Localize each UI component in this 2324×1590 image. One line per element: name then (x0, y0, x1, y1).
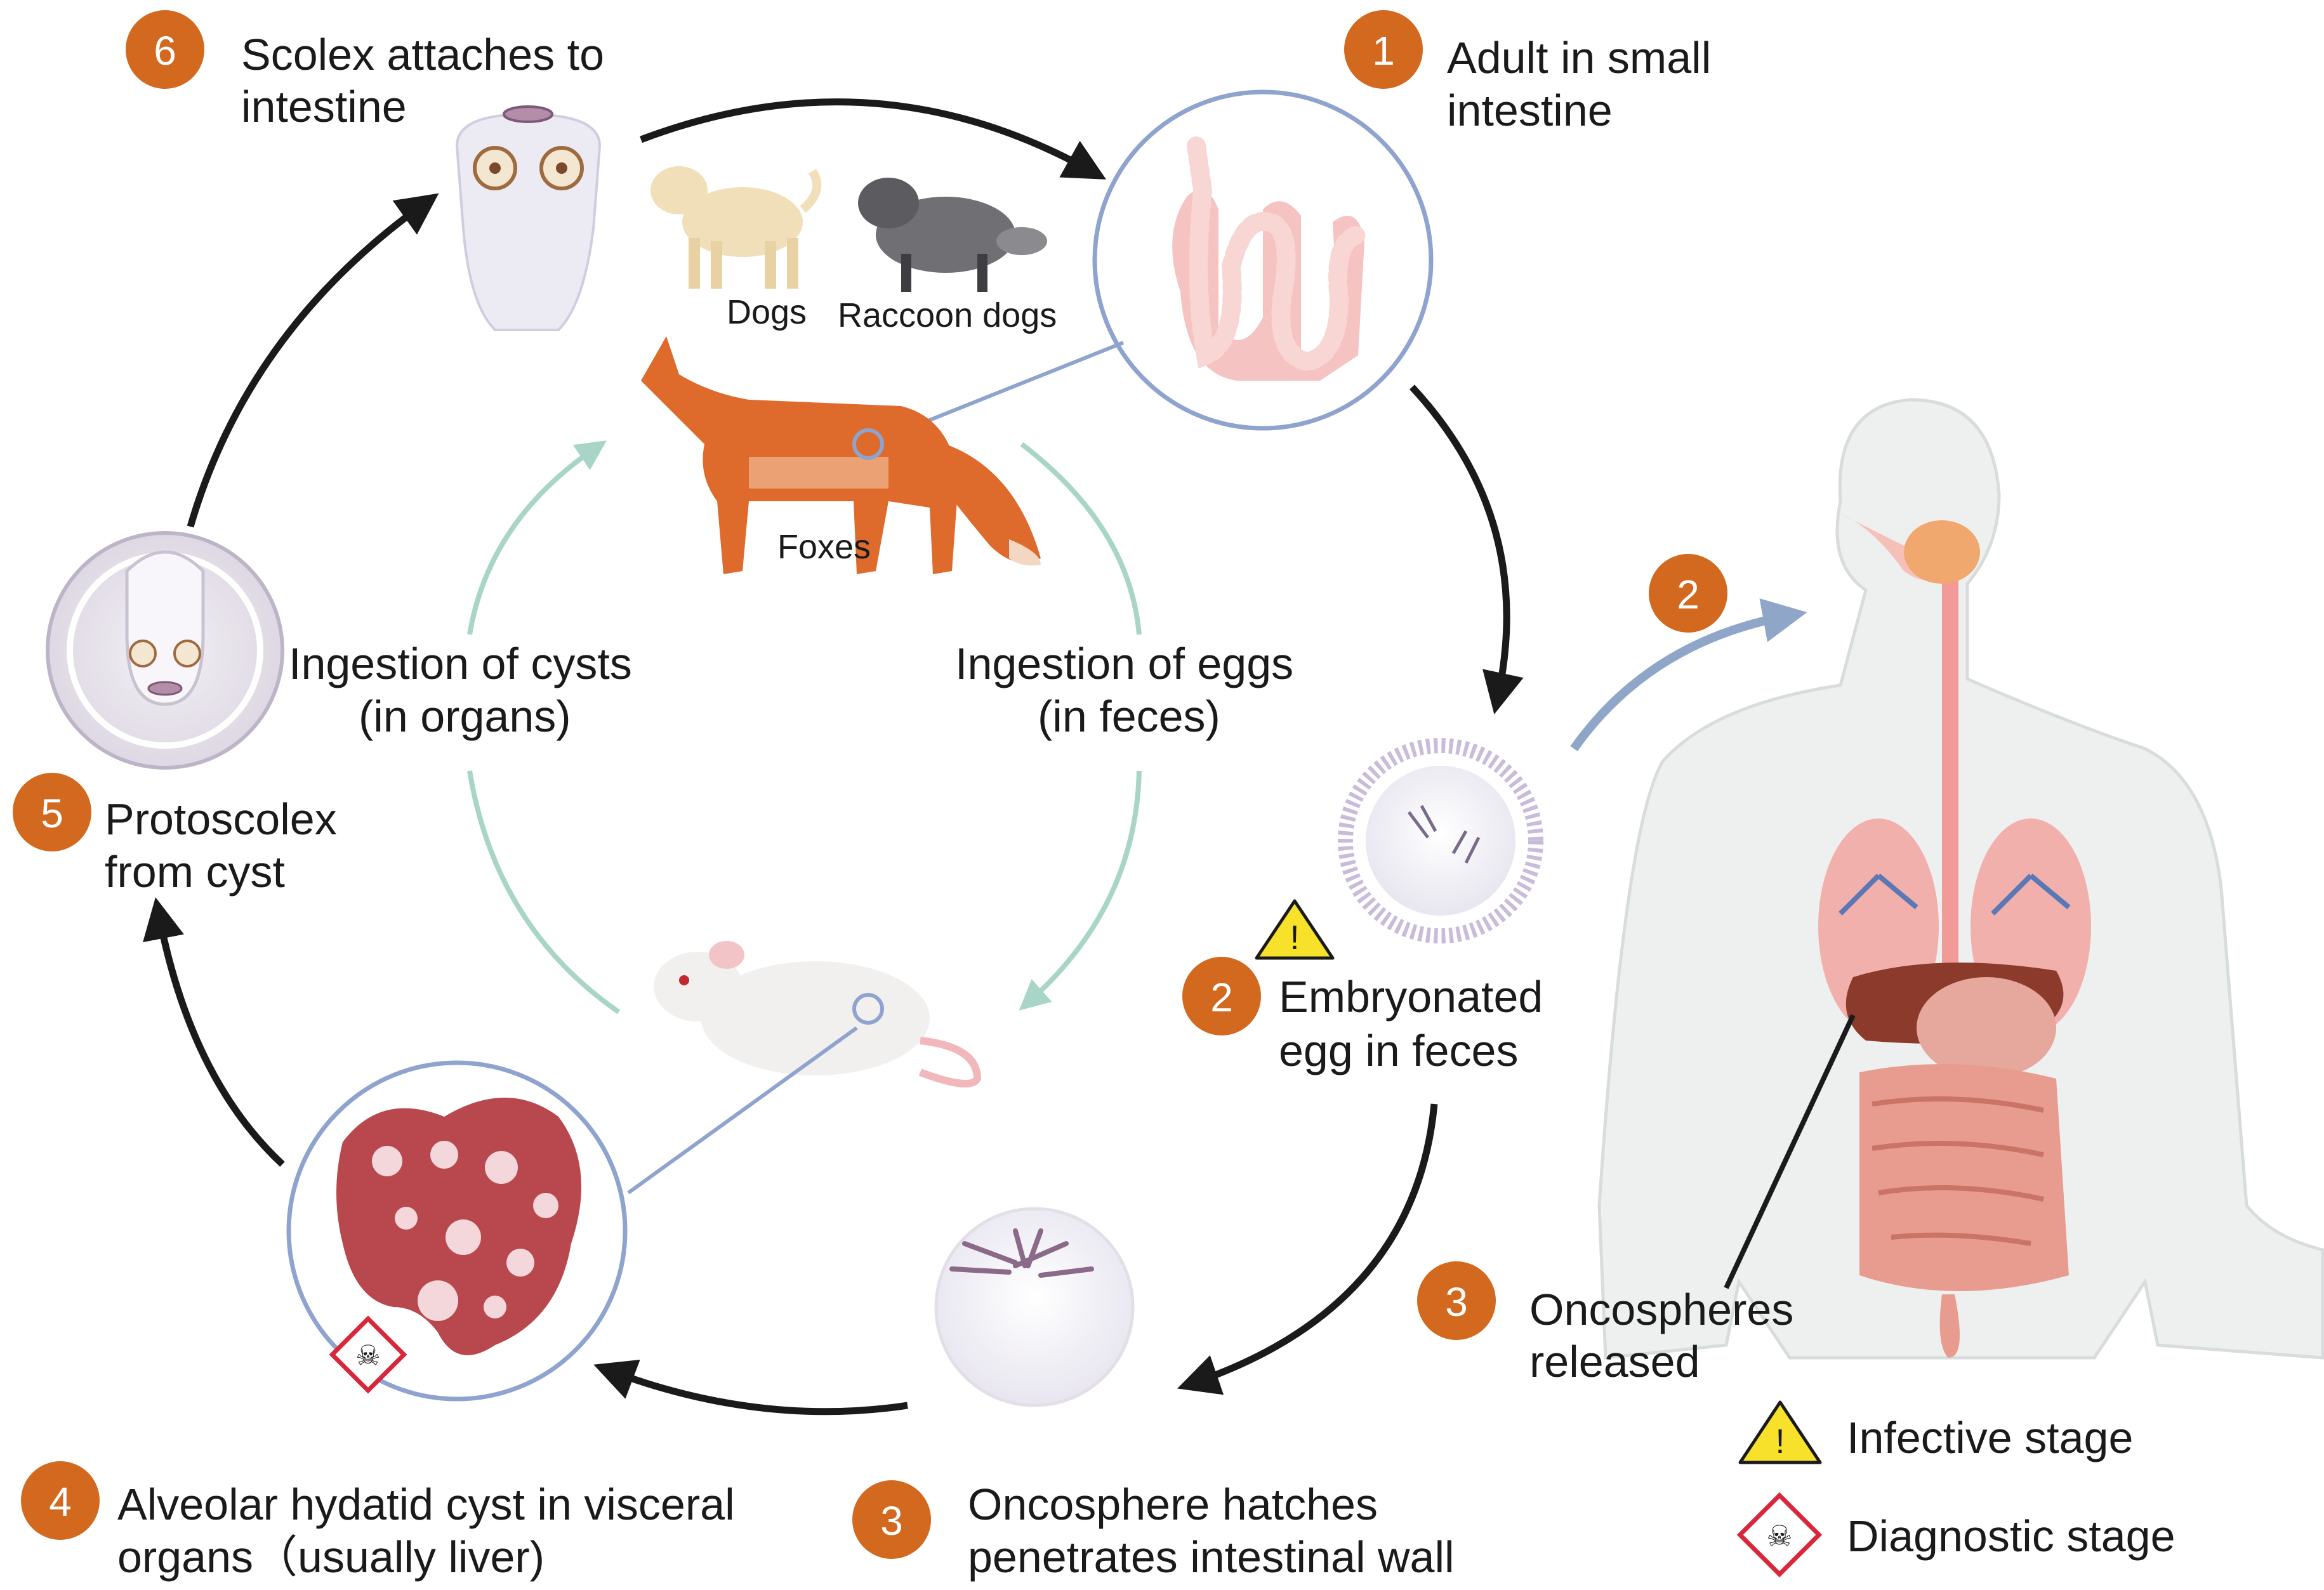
step-5-label-line1: Protoscolex (105, 794, 337, 844)
step-3a-label-line2: penetrates intestinal wall (968, 1532, 1455, 1582)
svg-text:6: 6 (154, 28, 176, 74)
arrow-ingest-eggs-up (1020, 442, 1142, 635)
svg-text:!: ! (1775, 1422, 1785, 1461)
step-1-label-line2: intestine (1447, 86, 1613, 135)
arrow-2-to-3 (1177, 1103, 1438, 1395)
svg-text:☠: ☠ (1766, 1520, 1792, 1553)
oncosphere-illustration (934, 1207, 1135, 1407)
step-3b-label-line2: released (1529, 1337, 1700, 1386)
step-5-label-line2: from cyst (105, 847, 285, 897)
arrow-ingest-eggs-low (1019, 770, 1142, 1011)
fox-illustration (641, 336, 1041, 574)
raccoon-dog-illustration (858, 178, 1047, 292)
arrow-egg-to-human (1570, 598, 1807, 752)
step-6-badge: 6 (126, 10, 204, 89)
arrow-6-to-1 (640, 98, 1107, 180)
egg-warning-icon: ! (1255, 899, 1335, 960)
dog-illustration (650, 166, 822, 289)
arrow-5-to-6 (187, 193, 439, 528)
step-6-label-line1: Scolex attaches to (241, 30, 604, 79)
transmission-arrows (467, 440, 1142, 1015)
foxes-label: Foxes (777, 528, 871, 566)
svg-text:2: 2 (1677, 572, 1700, 617)
step-3b-label-line1: Oncospheres (1529, 1285, 1793, 1334)
arrow-ingest-cysts-low (467, 770, 621, 1015)
step-2a-label-line1: Embryonated (1279, 972, 1543, 1022)
step-badges: 1 6 2 2 5 3 4 3 (13, 10, 1727, 1559)
step-2a-label-line2: egg in feces (1279, 1026, 1518, 1075)
ingest-cysts-line2: (in organs) (359, 692, 571, 741)
ingest-eggs-line1: Ingestion of eggs (955, 639, 1293, 688)
svg-text:!: ! (1290, 919, 1299, 957)
step-4-label-line2: organs（usually liver) (117, 1532, 545, 1582)
svg-text:3: 3 (1445, 1279, 1468, 1325)
step-3a-label-line1: Oncosphere hatches (968, 1480, 1378, 1529)
warning-triangle-icon: ! (1738, 1400, 1822, 1464)
transmission-labels: Ingestion of cysts (in organs) Ingestion… (289, 639, 1293, 741)
svg-text:1: 1 (1372, 28, 1395, 74)
step-3a-badge: 3 (852, 1480, 931, 1559)
ingest-eggs-line2: (in feces) (1038, 692, 1220, 741)
liver-cyst-illustration: ☠ (286, 1060, 628, 1402)
raccoon-dogs-label: Raccoon dogs (838, 296, 1057, 334)
svg-text:5: 5 (41, 791, 63, 836)
step-3b-badge: 3 (1417, 1261, 1496, 1340)
ingest-cysts-line1: Ingestion of cysts (289, 639, 632, 688)
arrow-3-to-4 (593, 1359, 908, 1416)
arrow-1-to-2 (1409, 384, 1524, 714)
mouse-illustration (627, 941, 982, 1195)
egg-illustration (1338, 738, 1543, 943)
step-2b-badge: 2 (1649, 554, 1727, 633)
arrow-ingest-cysts-up (467, 440, 607, 635)
step-2a-badge: 2 (1182, 957, 1261, 1035)
step-labels: Adult in small intestine Scolex attaches… (105, 30, 1793, 1582)
svg-text:2: 2 (1210, 975, 1233, 1020)
svg-text:3: 3 (880, 1498, 903, 1544)
svg-text:☠: ☠ (355, 1341, 380, 1372)
host-labels: Dogs Raccoon dogs Foxes (727, 293, 1057, 566)
dogs-label: Dogs (727, 293, 807, 331)
legend-infective-label: Infective stage (1847, 1413, 2133, 1462)
arrow-4-to-5 (143, 897, 285, 1167)
step-4-label-line1: Alveolar hydatid cyst in visceral (117, 1480, 735, 1529)
step-6-label-line2: intestine (241, 82, 407, 131)
protoscolex-illustration (46, 531, 284, 770)
skull-diamond-icon: ☠ (1736, 1492, 1823, 1578)
legend: ! Infective stage ☠ Diagnostic stage (1736, 1400, 2175, 1578)
cyst-diagnostic-icon: ☠ (329, 1315, 407, 1394)
step-5-badge: 5 (13, 773, 91, 851)
step-1-badge: 1 (1344, 10, 1423, 89)
legend-diagnostic-label: Diagnostic stage (1847, 1511, 2175, 1561)
svg-text:4: 4 (49, 1479, 72, 1525)
scolex-illustration (455, 105, 602, 331)
step-1-label-line1: Adult in small (1447, 33, 1711, 82)
cycle-arrows (143, 98, 1524, 1416)
adult-worm-illustration (868, 89, 1434, 446)
human-body-illustration (1597, 398, 2324, 1360)
step-4-badge: 4 (21, 1461, 100, 1540)
